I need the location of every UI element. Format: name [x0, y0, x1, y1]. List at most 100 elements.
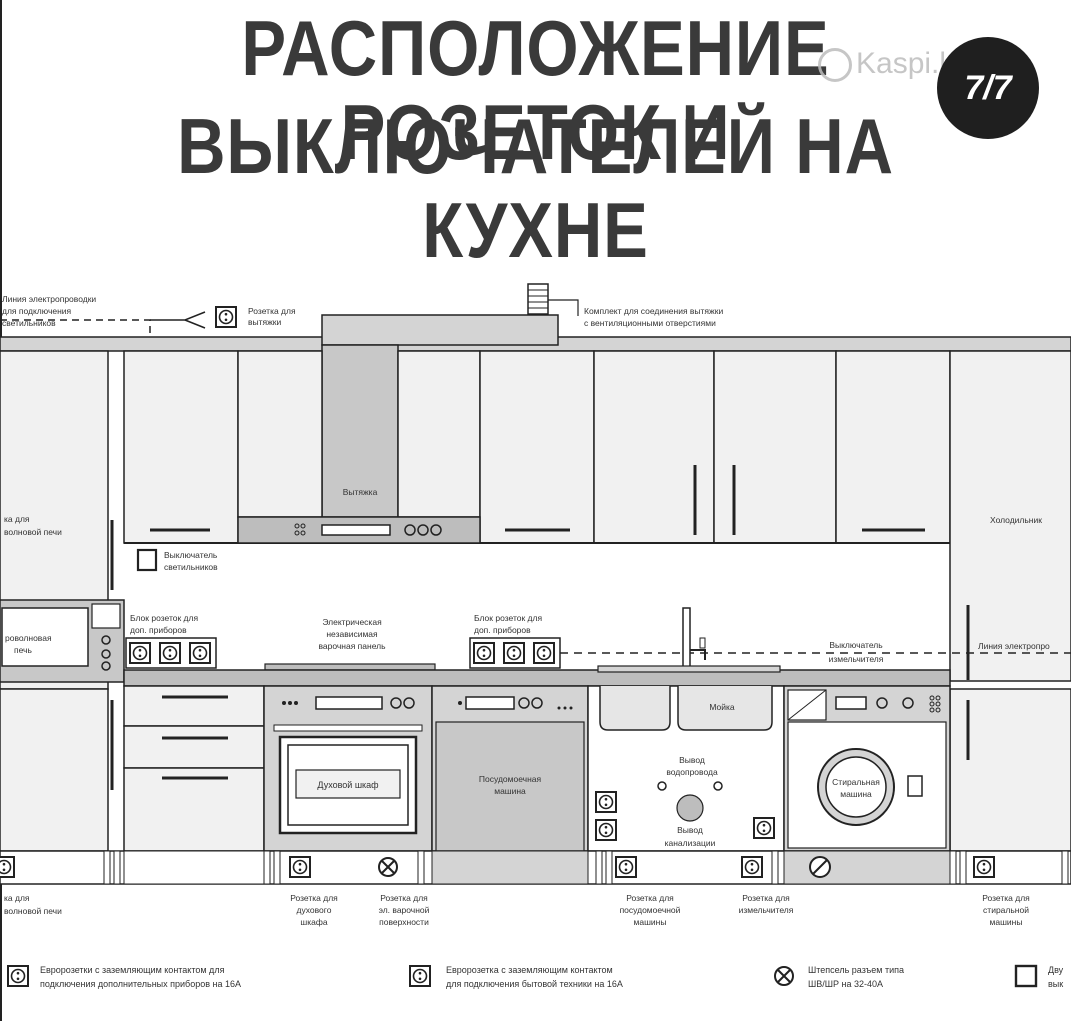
bottom-hob-label-1: Розетка для [380, 893, 428, 903]
water-outlet-label-1: Вывод [679, 755, 705, 765]
lower-cabinets [0, 685, 1071, 852]
socket-block-1-label-2: доп. приборов [130, 625, 187, 635]
bottom-shred-label-1: Розетка для [742, 893, 790, 903]
bottom-wm-label-2: стиральной [983, 905, 1029, 915]
light-switch-label-2: светильников [164, 562, 218, 572]
hood-appliance [237, 516, 481, 544]
hood-duct [321, 344, 399, 518]
dishwasher-label-2: машина [494, 786, 526, 796]
socket-block-1-label-1: Блок розеток для [130, 613, 198, 623]
wiring-right-label: Линия электропро [978, 641, 1050, 651]
oven-socket-icon [289, 856, 311, 878]
socket-block-2-socket-icon [473, 642, 495, 664]
microwave-socket-icon [0, 856, 15, 878]
dishwasher-socket-icon [595, 819, 617, 841]
drain-label-1: Вывод [677, 825, 703, 835]
mw-upper-label-2: волновой печи [4, 527, 62, 537]
title-line-1: РАСПОЛОЖЕНИЕ РОЗЕТОК И [241, 4, 830, 176]
light-switch-label-1: Выключатель [164, 550, 218, 560]
dishwasher-socket-icon [595, 791, 617, 813]
hood-socket-icon [215, 306, 237, 328]
dishwasher-plinth-socket-icon [615, 856, 637, 878]
plinth [0, 850, 1071, 885]
legend-switch-icon [1014, 964, 1038, 988]
legend-switch-2: вык [1048, 979, 1063, 989]
legend-appliance-socket-icon [409, 965, 431, 987]
wiring-label-3: светильников [2, 318, 56, 328]
dishwasher-appliance [431, 685, 589, 852]
bottom-hob-label-2: эл. варочной [379, 905, 430, 915]
hood-label: Вытяжка [343, 487, 378, 497]
bottom-wm-label-1: Розетка для [982, 893, 1030, 903]
socket-block-1-socket-icon [129, 642, 151, 664]
hood-socket-label-1: Розетка для [248, 306, 296, 316]
wiring-lights-annotation: Линия электропроводки для подключения св… [0, 294, 206, 540]
legend-plug-2: ШВ/ШР на 32-40А [808, 979, 883, 989]
washer-label-2: машина [840, 789, 872, 799]
washer-socket-icon [973, 856, 995, 878]
socket-block-2-socket-icon [503, 642, 525, 664]
faucet-icon [682, 607, 706, 671]
mw-upper-label-1: ка для [4, 514, 30, 524]
washer-label-1: Стиральная [832, 777, 880, 787]
sink-label: Мойка [709, 702, 735, 712]
bottom-mw-label-1: ка для [4, 893, 30, 903]
hob-plug-icon [378, 857, 398, 877]
legend-euro-add-2: подключения дополнительных приборов на 1… [40, 979, 241, 989]
bottom-hob-label-3: поверхности [379, 917, 429, 927]
hob-label-1: Электрическая [322, 617, 382, 627]
washer-drain-icon [809, 856, 831, 878]
socket-block-2-label-2: доп. приборов [474, 625, 531, 635]
hood-socket-label-2: вытяжки [248, 317, 282, 327]
oven-label: Духовой шкаф [317, 780, 379, 790]
countertop [123, 669, 951, 687]
vent-kit-label-2: с вентиляционными отверстиями [584, 318, 716, 328]
microwave-label-1: роволновая [5, 633, 52, 643]
socket-block-1-socket-icon [189, 642, 211, 664]
bottom-oven-label-3: шкафа [300, 917, 327, 927]
vent-kit-icon [527, 283, 549, 315]
socket-block-2-label-1: Блок розеток для [474, 613, 542, 623]
drain-label-2: канализации [665, 838, 716, 848]
oven-appliance [263, 685, 433, 852]
light-switch-icon [136, 548, 158, 572]
shredder-switch-label-2: измельчителя [829, 654, 884, 664]
title-line-2: ВЫКЛЮЧАТЕЛЕЙ НА КУХНЕ [177, 102, 894, 274]
legend-plug-1: Штепсель разъем типа [808, 965, 904, 975]
legend: Евророзетки с заземляющим контактом для … [7, 964, 1064, 989]
shredder-socket-icon [753, 817, 775, 839]
hob-panel [264, 663, 436, 671]
bottom-dw-label-1: Розетка для [626, 893, 674, 903]
microwave-oven [0, 599, 125, 683]
hob-label-2: независимая [326, 629, 378, 639]
bottom-oven-label-2: духового [297, 905, 332, 915]
shredder-switch-label-1: Выключатель [829, 640, 883, 650]
washing-machine [783, 685, 951, 852]
upper-cabinets [0, 350, 1071, 690]
bottom-wm-label-3: машины [990, 917, 1023, 927]
dishwasher-label-1: Посудомоечная [479, 774, 542, 784]
microwave-label-2: печь [14, 645, 32, 655]
legend-euro-appl-2: для подключения бытовой техники на 16А [446, 979, 623, 989]
legend-plug-icon [774, 966, 794, 986]
legend-switch-1: Дву [1048, 965, 1064, 975]
legend-euro-add-1: Евророзетки с заземляющим контактом для [40, 965, 225, 975]
shredder-plinth-socket-icon [741, 856, 763, 878]
wiring-label-1: Линия электропроводки [2, 294, 96, 304]
vent-kit-label-1: Комплект для соединения вытяжки [584, 306, 723, 316]
water-outlet-label-2: водопровода [666, 767, 718, 777]
bottom-oven-label-1: Розетка для [290, 893, 338, 903]
bottom-shred-label-2: измельчителя [739, 905, 794, 915]
legend-euro-appl-1: Евророзетка с заземляющим контактом [446, 965, 613, 975]
socket-block-2-socket-icon [533, 642, 555, 664]
wiring-label-2: для подключения [2, 306, 72, 316]
bottom-dw-label-3: машины [634, 917, 667, 927]
bottom-mw-label-2: волновой печи [4, 906, 62, 916]
bottom-dw-label-2: посудомоечной [620, 905, 681, 915]
fridge-label: Холодильник [990, 515, 1042, 525]
hob-label-3: варочная панель [318, 641, 386, 651]
page-counter-badge[interactable]: 7/7 [937, 37, 1039, 139]
legend-euro-socket-icon [7, 965, 29, 987]
sink-cabinet [587, 685, 785, 852]
